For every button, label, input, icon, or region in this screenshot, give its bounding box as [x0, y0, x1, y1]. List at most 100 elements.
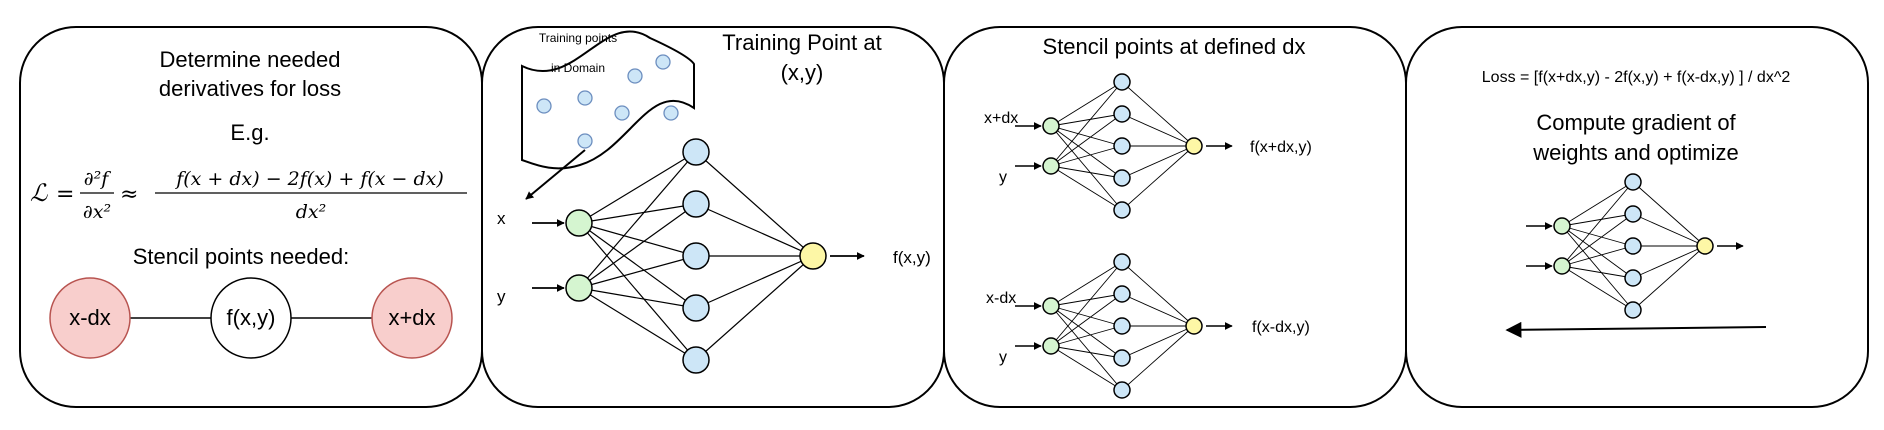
stencil-node-plus-label: x+dx — [388, 305, 435, 330]
nn-edge — [578, 222, 697, 309]
nn-edge — [1050, 345, 1123, 359]
nn-input-node — [1042, 297, 1060, 315]
nn-hidden-node — [1113, 201, 1131, 219]
nn-top-output-label: f(x+dx,y) — [1250, 139, 1312, 156]
nn-hidden-node — [1624, 301, 1642, 319]
nn-edge — [1121, 325, 1195, 391]
panel-3 — [943, 26, 1407, 408]
nn-top-input2-label: y — [999, 169, 1007, 186]
domain-point — [536, 98, 552, 114]
nn-output-node — [799, 242, 827, 270]
domain-point — [663, 105, 679, 121]
domain-point — [614, 105, 630, 121]
nn-edge — [1050, 113, 1123, 167]
nn-edge — [1632, 213, 1706, 247]
nn-edge — [1050, 125, 1123, 179]
nn-hidden-node — [682, 138, 710, 166]
nn-input-node — [1042, 157, 1060, 175]
formula-numerator: f(x + dx) − 2f(x) + f(x − dx) — [174, 168, 444, 190]
nn-edge — [1561, 245, 1634, 267]
nn-edge — [1050, 165, 1123, 211]
nn-edge — [1050, 305, 1123, 359]
nn-edge — [695, 203, 814, 257]
nn-hidden-node — [1113, 349, 1131, 367]
formula-eq: = — [56, 182, 74, 207]
nn-edge — [1050, 305, 1123, 327]
nn-edges — [1561, 181, 1706, 311]
nn-hidden-node — [682, 346, 710, 374]
nn-edge — [1561, 225, 1634, 311]
nn-edge — [1050, 261, 1123, 347]
formula-d2f: ∂²f — [84, 168, 111, 190]
nn-edge — [578, 203, 697, 224]
nn-hidden-node — [1624, 237, 1642, 255]
panel3-title: Stencil points at defined dx — [1043, 34, 1306, 59]
nn-edge — [1050, 325, 1123, 347]
nn-hidden-node — [1113, 253, 1131, 271]
nn-edge — [1050, 261, 1123, 307]
nn-edge — [1050, 293, 1123, 347]
nn-edge — [578, 151, 697, 224]
nn-edge — [578, 151, 697, 289]
nn-hidden-node — [682, 294, 710, 322]
nn-edge — [578, 222, 697, 361]
nn-edge — [1121, 293, 1195, 327]
nn-edge — [1050, 125, 1123, 147]
nn-hidden-node — [1113, 381, 1131, 399]
nn-edge — [1050, 145, 1123, 167]
nn-edges — [1050, 81, 1195, 211]
nn-bot-output-label: f(x-dx,y) — [1252, 319, 1310, 336]
nn-edges — [1050, 261, 1195, 391]
stencil-node-minus-label: x-dx — [69, 305, 111, 330]
domain-point — [627, 68, 643, 84]
nn-hidden-node — [1113, 137, 1131, 155]
formula-dx2: ∂x² — [83, 201, 111, 223]
nn-hidden-node — [1113, 73, 1131, 91]
nn-input-node — [565, 274, 593, 302]
nn-edge — [1561, 181, 1634, 227]
nn-hidden-node — [1624, 173, 1642, 191]
nn-hidden-node — [682, 242, 710, 270]
nn-edge — [1121, 145, 1195, 179]
nn-output-node — [1185, 317, 1203, 335]
nn-bot-input1-label: x-dx — [986, 290, 1016, 307]
nn-optimize — [1526, 173, 1744, 319]
nn-hidden-node — [1113, 105, 1131, 123]
nn-stencil-plus — [1015, 73, 1233, 219]
nn-edge — [1632, 245, 1706, 311]
nn-edge — [1561, 225, 1634, 247]
nn-edge — [578, 287, 697, 361]
nn-edge — [1632, 181, 1706, 247]
stencil-node-plus — [371, 277, 453, 359]
nn-input-node — [565, 209, 593, 237]
nn-edge — [1050, 345, 1123, 391]
nn-hidden-node — [1113, 169, 1131, 187]
domain-label-line2: in Domain — [551, 61, 605, 75]
loss-equation: Loss = [f(x+dx,y) - 2f(x,y) + f(x-dx,y) … — [1482, 69, 1791, 86]
nn-main-input-y-label: y — [497, 287, 506, 306]
formula-approx: ≈ — [120, 182, 138, 207]
nn-output-node — [1185, 137, 1203, 155]
backprop-arrow — [1505, 321, 1767, 338]
nn-edge — [1050, 81, 1123, 127]
nn-edge — [1050, 293, 1123, 307]
formula-denominator: dx² — [296, 201, 327, 223]
nn-edge — [1121, 325, 1195, 359]
stencil-node-center — [210, 277, 292, 359]
nn-input-node — [1042, 337, 1060, 355]
nn-edge — [1121, 113, 1195, 147]
nn-input-node — [1553, 217, 1571, 235]
panel2-title-line1: Training Point at — [722, 30, 881, 55]
nn-edge — [1561, 265, 1634, 311]
nn-stencil-minus — [1015, 253, 1233, 399]
training-domain — [521, 30, 695, 170]
formula-lhs: ℒ — [30, 179, 48, 207]
panel1-title-line1: Determine needed — [159, 47, 340, 72]
domain-point — [577, 133, 593, 149]
nn-edge — [578, 287, 697, 309]
nn-edge — [1050, 305, 1123, 391]
nn-edges — [578, 151, 814, 361]
nn-hidden-node — [682, 190, 710, 218]
domain-point — [655, 54, 671, 70]
domain-label-line1: Training points — [539, 31, 617, 45]
